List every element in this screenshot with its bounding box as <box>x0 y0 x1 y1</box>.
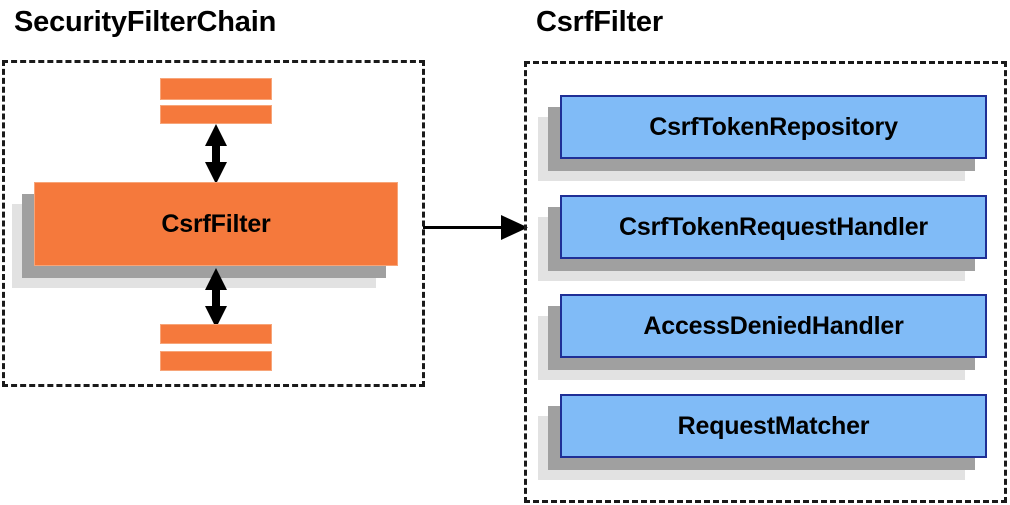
node-access-denied-handler[interactable]: AccessDeniedHandler <box>538 294 987 380</box>
double-arrow-top-icon <box>201 124 231 184</box>
node-label: AccessDeniedHandler <box>643 311 904 340</box>
node-csrf-token-request-handler[interactable]: CsrfTokenRequestHandler <box>538 195 987 281</box>
panel-title-security-filter-chain: SecurityFilterChain <box>14 6 277 38</box>
node-csrf-filter[interactable]: CsrfFilter <box>12 182 398 288</box>
node-csrf-token-repository[interactable]: CsrfTokenRepository <box>538 95 987 181</box>
csrf-filter-container <box>524 61 1007 503</box>
node-request-matcher[interactable]: RequestMatcher <box>538 394 987 480</box>
node-face: CsrfFilter <box>34 182 398 266</box>
node-face: AccessDeniedHandler <box>560 294 987 358</box>
panel-title-csrf-filter: CsrfFilter <box>536 6 663 38</box>
filter-bar-bottom-2 <box>160 351 272 371</box>
node-face: CsrfTokenRepository <box>560 95 987 159</box>
node-face: CsrfTokenRequestHandler <box>560 195 987 259</box>
filter-bar-bottom-1 <box>160 324 272 344</box>
node-face: RequestMatcher <box>560 394 987 458</box>
filter-bar-top-2 <box>160 105 272 124</box>
filter-bar-top-1 <box>160 78 272 100</box>
node-label: CsrfFilter <box>161 209 271 238</box>
node-label: RequestMatcher <box>677 411 870 440</box>
node-label: CsrfTokenRepository <box>649 112 898 141</box>
security-filter-chain-container <box>2 60 425 387</box>
double-arrow-bottom-icon <box>201 268 231 328</box>
node-label: CsrfTokenRequestHandler <box>619 212 928 241</box>
arrow-chain-to-detail-icon <box>423 213 528 243</box>
